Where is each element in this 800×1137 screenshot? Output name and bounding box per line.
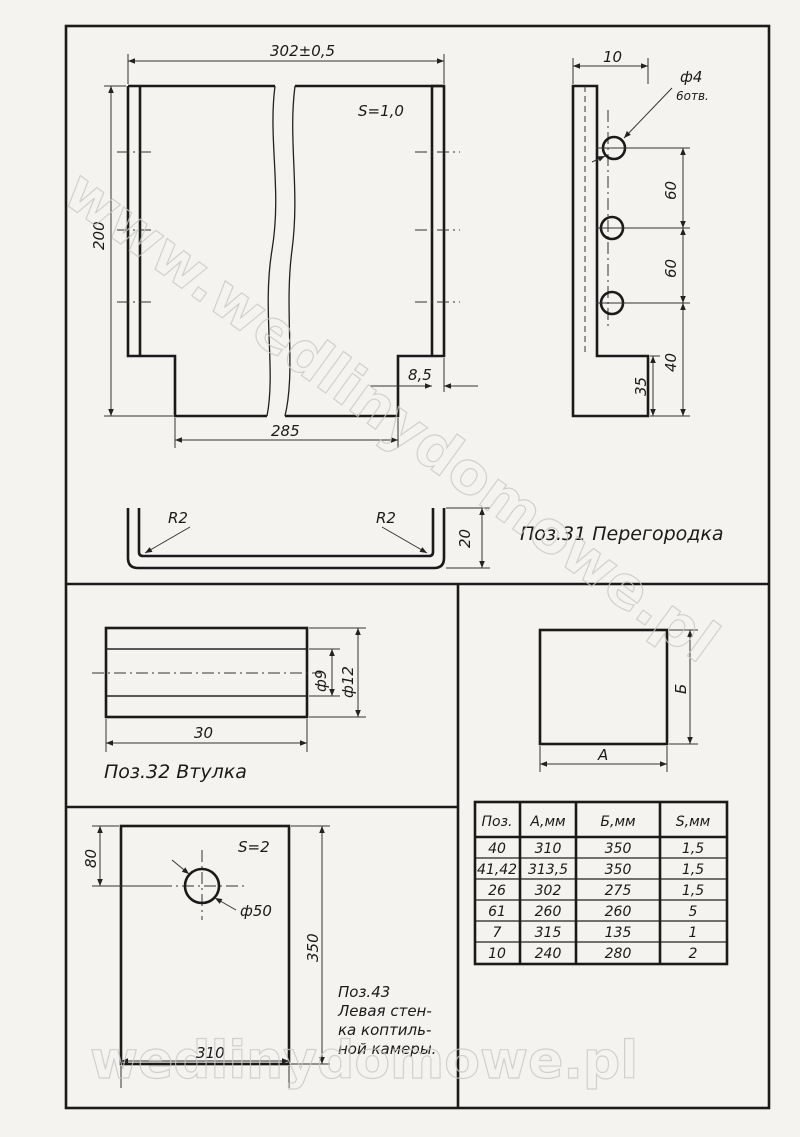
- table-cell: 260: [535, 904, 562, 920]
- table-header-cell: А,мм: [529, 814, 566, 830]
- dim-30: 30: [194, 724, 213, 742]
- part32-labels: 30 ф9 ф12 Поз.32 Втулка: [104, 666, 357, 783]
- generic-plate-view: [538, 628, 698, 772]
- table-cell: 240: [535, 946, 562, 962]
- dim-302: 302±0,5: [270, 42, 335, 60]
- table-cell: 260: [605, 904, 632, 920]
- table-cell: 302: [535, 883, 562, 899]
- table-header-cell: Поз.: [482, 814, 513, 830]
- dim-8-5: 8,5: [408, 366, 432, 384]
- watermark-bottom: wedlinydomowe.pl: [90, 1031, 638, 1091]
- table-cell: 280: [605, 946, 632, 962]
- table-cell: 2: [689, 946, 698, 962]
- part31-title: Поз.31 Перегородка: [520, 523, 724, 545]
- sheet-frame: [64, 24, 771, 1110]
- table-cell: 7: [493, 925, 502, 941]
- part31-front-labels: 302±0,5 S=1,0 200 285 8,5: [90, 42, 432, 440]
- part32-view: [92, 626, 366, 752]
- part43-title-line2: Левая стен-: [337, 1002, 432, 1020]
- table-text: Поз. А,мм Б,мм S,мм 40 310 350 1,5 41,42 313,5 350…: [477, 814, 711, 962]
- part32-title: Поз.32 Втулка: [104, 761, 247, 783]
- table-cell: 350: [605, 862, 632, 878]
- dim-60-lower: 60: [662, 259, 680, 278]
- dim-hole-4: ф4: [680, 68, 702, 86]
- generic-plate-labels: A Б: [597, 684, 690, 764]
- table-cell: 1: [689, 925, 698, 941]
- dim-200: 200: [90, 221, 108, 250]
- dim-thickness-43: S=2: [238, 838, 270, 856]
- part31-side-view: [571, 58, 690, 418]
- hole-circle-50: [183, 867, 221, 905]
- part43-view: [92, 824, 330, 1088]
- dim-40: 40: [662, 353, 680, 372]
- table-cell: 10: [488, 946, 506, 962]
- dim-285: 285: [271, 422, 300, 440]
- dim-80: 80: [82, 849, 100, 868]
- dimensions-table: [473, 800, 729, 966]
- dim-outer-12: ф12: [339, 666, 357, 698]
- dim-10: 10: [603, 48, 622, 66]
- part31-section-labels: R2 R2 20 Поз.31 Перегородка: [168, 509, 724, 548]
- part43-title-line1: Поз.43: [338, 983, 390, 1001]
- dim-hole-50: ф50: [240, 902, 272, 920]
- table-cell: 310: [535, 841, 562, 857]
- dim-b: Б: [672, 684, 690, 694]
- table-header-cell: Б,мм: [600, 814, 636, 830]
- radius-right: R2: [376, 509, 396, 527]
- part43-labels: S=2 80 ф50 350 310 Поз.43 Левая стен- ка…: [82, 838, 436, 1062]
- table-cell: 26: [488, 883, 506, 899]
- dim-60-upper: 60: [662, 181, 680, 200]
- dim-hole-count: 6отв.: [676, 89, 709, 103]
- part31-side-labels: 10 ф4 6отв. 60 60 40 35: [603, 48, 709, 396]
- dim-inner-9: ф9: [312, 670, 330, 692]
- dim-thickness-31: S=1,0: [358, 102, 404, 120]
- part31-section-view: [126, 507, 490, 570]
- dim-350: 350: [304, 933, 322, 962]
- dim-20: 20: [456, 529, 474, 548]
- table-cell: 275: [605, 883, 632, 899]
- dim-310: 310: [196, 1044, 225, 1062]
- radius-left: R2: [168, 509, 188, 527]
- table-cell: 1,5: [682, 883, 704, 899]
- table-cell: 1,5: [682, 841, 704, 857]
- dim-a: A: [597, 746, 608, 764]
- table-cell: 135: [605, 925, 632, 941]
- dim-35: 35: [632, 377, 650, 396]
- table-cell: 5: [689, 904, 698, 920]
- table-cell: 313,5: [528, 862, 568, 878]
- part43-title-line3: ка коптиль-: [338, 1021, 431, 1039]
- table-header-cell: S,мм: [676, 814, 711, 830]
- table-cell: 40: [488, 841, 506, 857]
- part31-front-view: [104, 54, 478, 448]
- table-cell: 41,42: [477, 862, 517, 878]
- table-cell: 1,5: [682, 862, 704, 878]
- table-cell: 61: [488, 904, 506, 920]
- table-cell: 315: [535, 925, 562, 941]
- table-cell: 350: [605, 841, 632, 857]
- part43-title-line4: ной камеры.: [338, 1040, 436, 1058]
